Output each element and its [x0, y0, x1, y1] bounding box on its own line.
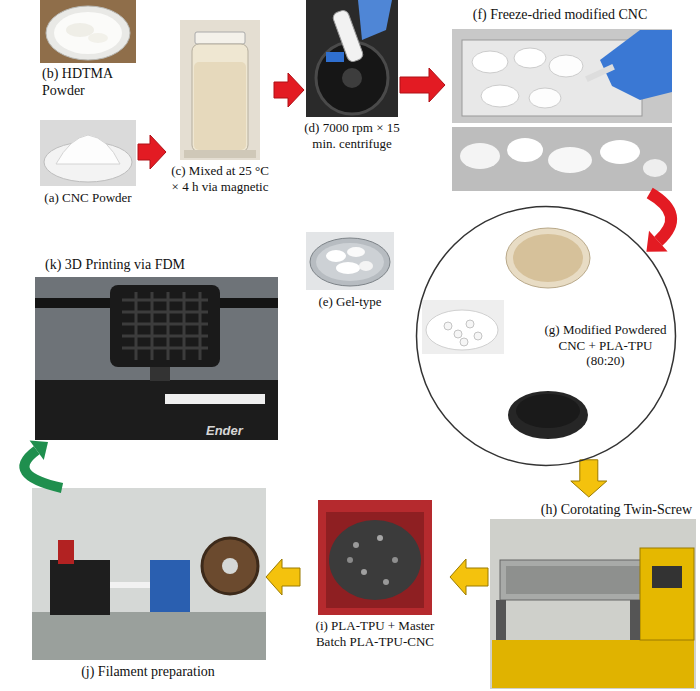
- panel-caption: (h) Corotating Twin-Screw: [496, 502, 692, 519]
- flow-arrow: [450, 559, 488, 595]
- flow-arrow: [274, 73, 304, 107]
- gel-photo: [306, 232, 394, 290]
- process-panel: (k) 3D Printing via FDM: [33, 255, 278, 442]
- process-panel: (f) Freeze-dried modified CNC: [445, 5, 675, 193]
- brand-label: Ender: [206, 423, 243, 438]
- panel-caption: (g) Modified Powdered CNC + PLA-TPU (80:…: [543, 322, 668, 369]
- hdtma-photo: [40, 0, 136, 63]
- printer-photo: [35, 277, 278, 440]
- panel-caption: (j) Filament preparation: [30, 664, 266, 681]
- process-panel: (i) PLA-TPU + Master Batch PLA-TPU-CNC: [300, 497, 450, 657]
- filament-line-photo: [32, 488, 266, 660]
- freeze-dried-photo: [452, 29, 672, 191]
- flow-arrow: [266, 559, 300, 595]
- panel-caption: (c) Mixed at 25 °C × 4 h via magnetic: [168, 163, 272, 194]
- label-holder: Ender: [206, 421, 243, 439]
- process-circle: (g) Modified Powdered CNC + PLA-TPU (80:…: [415, 205, 677, 467]
- cnc-photo: [40, 120, 136, 186]
- panel-caption: (e) Gel-type: [300, 294, 400, 310]
- pellet-bin-photo: [318, 500, 432, 615]
- beaker-photo: [180, 20, 260, 160]
- process-panel: (a) CNC Powder: [38, 118, 138, 210]
- flow-arrow: [138, 135, 166, 169]
- panel-caption: (f) Freeze-dried modified CNC: [445, 7, 675, 24]
- panel-caption: (b) HDTMA Powder: [42, 66, 134, 100]
- panel-caption: (k) 3D Printing via FDM: [45, 257, 265, 274]
- panel-caption: (i) PLA-TPU + Master Batch PLA-TPU-CNC: [300, 618, 450, 649]
- panel-caption: (a) CNC Powder: [38, 190, 138, 206]
- process-panel: (d) 7000 rpm × 15 min. centrifuge: [304, 0, 400, 165]
- process-panel: (c) Mixed at 25 °C × 4 h via magnetic: [166, 15, 274, 205]
- process-panel: (h) Corotating Twin-Screw: [488, 497, 698, 691]
- process-panel: (j) Filament preparation: [30, 488, 266, 691]
- process-panel: (e) Gel-type: [300, 230, 400, 315]
- flow-arrow: [400, 68, 445, 102]
- extruder-photo: [490, 519, 696, 689]
- process-panel: (b) HDTMA Powder: [38, 0, 138, 103]
- panel-caption: (d) 7000 rpm × 15 min. centrifuge: [304, 120, 400, 151]
- centrifuge-photo: [306, 0, 398, 117]
- flow-arrow: [24, 441, 62, 488]
- flow-arrow: [646, 193, 671, 252]
- flow-arrow: [571, 460, 607, 497]
